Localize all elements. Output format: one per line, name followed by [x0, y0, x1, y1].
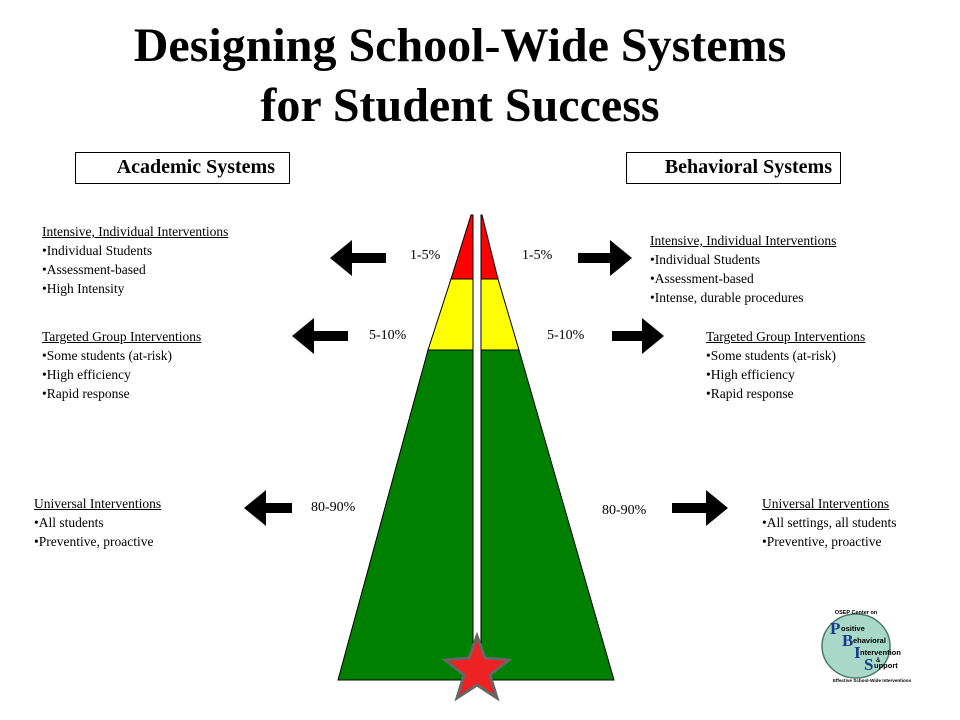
- behavioral-intensive-heading: Intensive, Individual Interventions: [650, 233, 837, 248]
- academic-universal-percent: 80-90%: [311, 500, 356, 515]
- list-item: All students: [34, 513, 161, 532]
- academic-intensive-percent: 1-5%: [410, 248, 441, 263]
- academic-universal-block: Universal Interventions All students Pre…: [34, 494, 161, 551]
- list-item: Rapid response: [42, 384, 201, 403]
- behavioral-universal-tier: [480, 349, 615, 681]
- academic-intensive-block: Intensive, Individual Interventions Indi…: [42, 222, 228, 298]
- behavioral-universal-heading: Universal Interventions: [762, 496, 890, 511]
- list-item: All settings, all students: [762, 513, 897, 532]
- list-item: Preventive, proactive: [34, 532, 161, 551]
- pbis-logo: OSEP Center on P ositive B ehavioral I n…: [821, 610, 912, 683]
- list-item: Some students (at-risk): [706, 346, 865, 365]
- left-arrow-icon: [244, 490, 292, 526]
- list-item: Some students (at-risk): [42, 346, 201, 365]
- logo-letter-b: B: [842, 631, 853, 650]
- behavioral-universal-block: Universal Interventions All settings, al…: [762, 494, 896, 551]
- behavioral-targeted-heading: Targeted Group Interventions: [706, 329, 866, 344]
- academic-targeted-percent: 5-10%: [369, 328, 407, 343]
- list-item: Individual Students: [650, 250, 836, 269]
- logo-word-behavioral: ehavioral: [853, 636, 886, 645]
- logo-word-positive: ositive: [841, 624, 865, 633]
- academic-universal-heading: Universal Interventions: [34, 496, 162, 511]
- list-item: Intense, durable procedures: [650, 288, 836, 307]
- logo-letter-s: S: [864, 655, 873, 674]
- list-item: High Intensity: [42, 279, 228, 298]
- list-item: Rapid response: [706, 384, 865, 403]
- list-item: Preventive, proactive: [762, 532, 896, 551]
- behavioral-universal-percent: 80-90%: [602, 503, 647, 518]
- list-item: Assessment-based: [42, 260, 228, 279]
- logo-ampersand: &: [876, 658, 881, 664]
- list-item: Individual Students: [42, 241, 228, 260]
- list-item: High efficiency: [706, 365, 865, 384]
- logo-letter-p: P: [830, 619, 840, 638]
- star-icon: [441, 631, 513, 702]
- list-item: High efficiency: [42, 365, 201, 384]
- behavioral-targeted-tier: [480, 278, 520, 351]
- right-arrow-icon: [612, 318, 664, 354]
- academic-universal-tier: [337, 349, 474, 681]
- behavioral-targeted-block: Targeted Group Interventions Some studen…: [706, 327, 865, 403]
- academic-intensive-heading: Intensive, Individual Interventions: [42, 224, 229, 239]
- logo-letter-i: I: [854, 643, 861, 662]
- academic-systems-header: Academic Systems: [75, 152, 290, 184]
- title-line-1: Designing School-Wide Systems: [133, 19, 787, 72]
- list-item: Assessment-based: [650, 269, 836, 288]
- right-arrow-icon: [578, 240, 632, 276]
- logo-bottom-text: Effective School-Wide Interventions: [833, 678, 912, 683]
- academic-targeted-block: Targeted Group Interventions Some studen…: [42, 327, 201, 403]
- academic-intensive-tier: [450, 214, 474, 280]
- behavioral-systems-header: Behavioral Systems: [626, 152, 841, 184]
- academic-targeted-heading: Targeted Group Interventions: [42, 329, 202, 344]
- behavioral-intensive-tier: [480, 214, 499, 280]
- behavioral-intensive-block: Intensive, Individual Interventions Indi…: [650, 231, 836, 307]
- logo-word-intervention: ntervention: [860, 648, 901, 657]
- behavioral-intensive-percent: 1-5%: [522, 248, 553, 263]
- academic-targeted-tier: [427, 278, 474, 351]
- logo-word-support: upport: [874, 661, 898, 670]
- left-arrow-icon: [330, 240, 386, 276]
- logo-top-text: OSEP Center on: [835, 610, 878, 616]
- title-line-2: for Student Success: [260, 79, 660, 132]
- right-arrow-icon: [672, 490, 728, 526]
- behavioral-targeted-percent: 5-10%: [547, 328, 585, 343]
- left-arrow-icon: [292, 318, 348, 354]
